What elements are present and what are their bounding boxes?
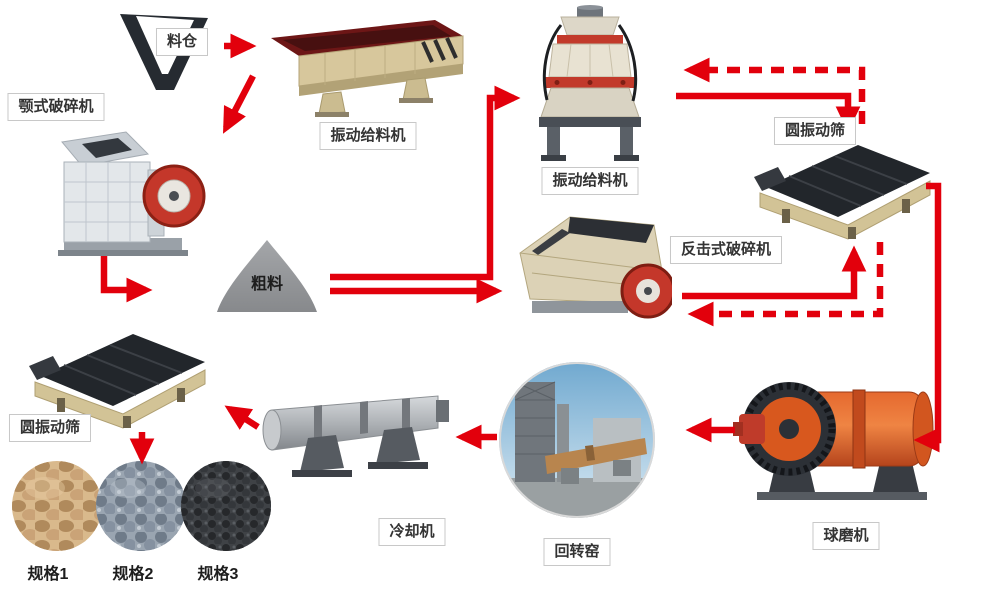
label-vibrating-feeder: 振动给料机 — [319, 122, 417, 150]
arrow-feeder-to-jaw — [223, 74, 256, 134]
label-silo: 料仓 — [155, 28, 209, 56]
arrow-screen-to-cone-return — [683, 57, 866, 124]
label-impact-crusher: 反击式破碎机 — [669, 236, 783, 264]
arrow-cooler-to-screen-left — [224, 405, 260, 430]
product-spec2-photo — [96, 461, 186, 551]
label-product-2: 规格2 — [112, 566, 154, 583]
cone-crusher-icon — [539, 5, 641, 161]
label-rotary-kiln: 回转窑 — [543, 538, 611, 566]
label-cooler: 冷却机 — [378, 518, 446, 546]
impact-crusher-icon — [519, 216, 672, 319]
ball-mill-icon — [733, 382, 934, 500]
cooler-icon — [262, 395, 449, 477]
label-screen-left: 圆振动筛 — [8, 414, 92, 442]
label-jaw-crusher: 颚式破碎机 — [7, 93, 105, 121]
label-cone-crusher: 振动给料机 — [541, 167, 639, 195]
label-coarse-material: 粗料 — [250, 276, 284, 293]
circular-vibrating-screen-right-icon — [754, 145, 931, 240]
product-spec3-photo — [181, 461, 271, 551]
vibrating-feeder-icon — [271, 20, 464, 117]
label-product-3: 规格3 — [197, 566, 239, 583]
label-ball-mill: 球磨机 — [812, 522, 880, 550]
coarse-material-pile-icon — [217, 240, 317, 312]
product-spec1-photo — [12, 461, 102, 551]
circular-vibrating-screen-left-icon — [29, 334, 206, 429]
label-screen-right: 圆振动筛 — [773, 117, 857, 145]
rotary-kiln-photo — [499, 362, 655, 518]
label-product-1: 规格1 — [27, 566, 69, 583]
jaw-crusher-icon — [58, 131, 206, 256]
